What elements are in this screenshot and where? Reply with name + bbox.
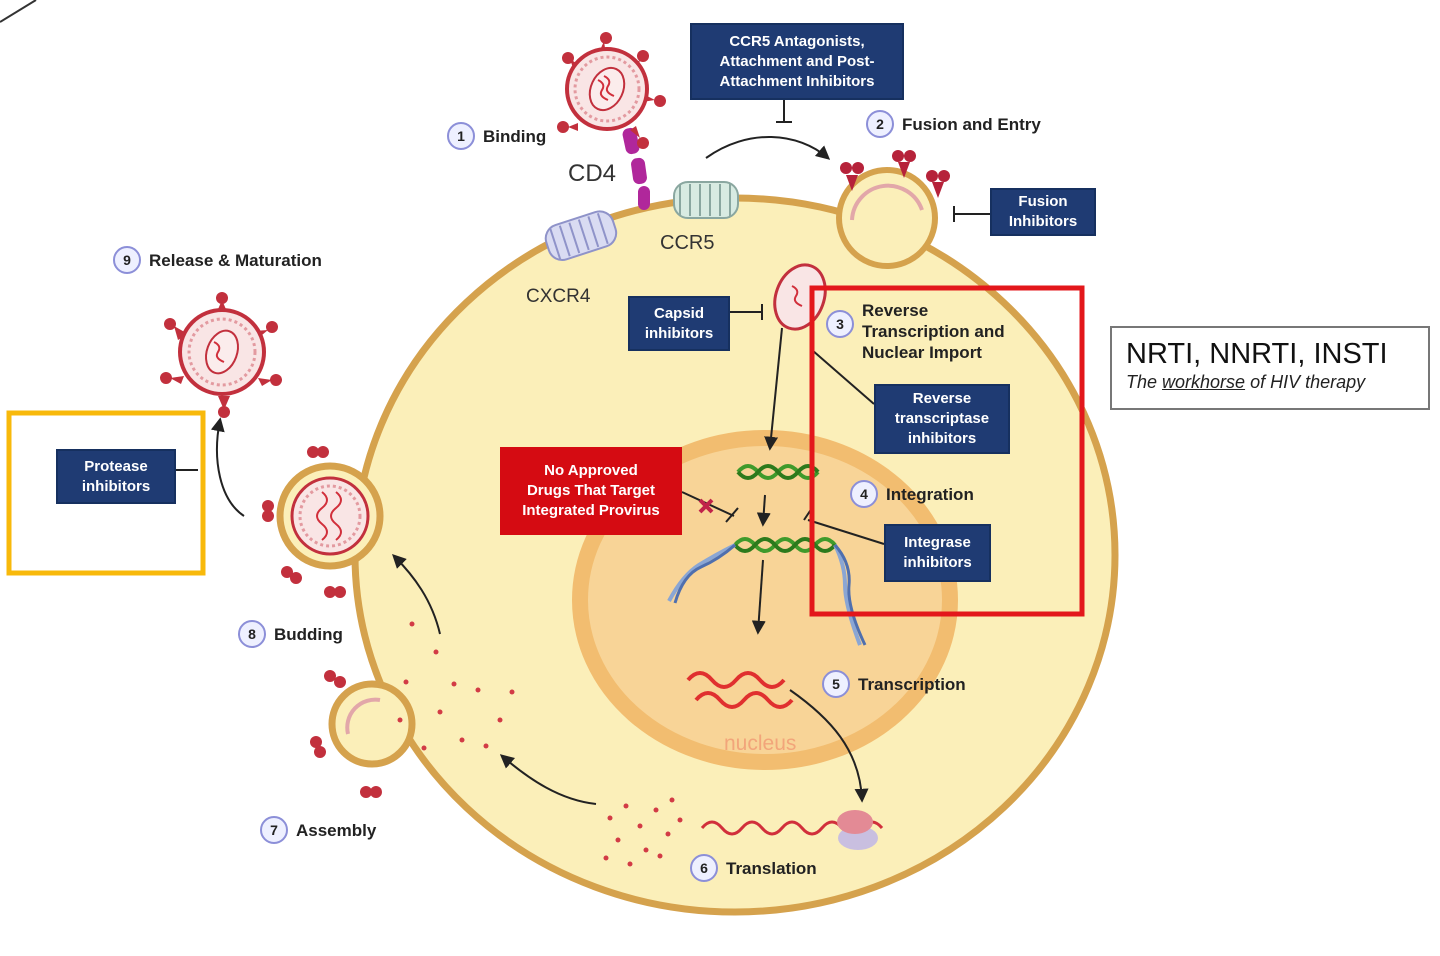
inhibition-lines <box>176 100 990 545</box>
callout-subtitle-emphasis: workhorse <box>1162 372 1246 392</box>
cxcr4-label: CXCR4 <box>526 286 591 307</box>
step-2-fusion-entry: 2 Fusion and Entry <box>866 110 1041 138</box>
cxcr4-receptor <box>544 210 618 261</box>
reverse-transcriptase-inhibitors-box: Reverse transcriptase inhibitors <box>874 384 1010 454</box>
step-number: 7 <box>260 816 288 844</box>
step-label: Fusion and Entry <box>902 114 1041 134</box>
step-label: Reverse Transcription and Nuclear Import <box>862 301 1005 362</box>
step-label: Translation <box>726 858 817 878</box>
corner-line <box>0 0 37 23</box>
step-label: Transcription <box>858 674 966 694</box>
highlight-protease <box>6 410 206 576</box>
step-4-integration: 4 Integration <box>850 480 974 508</box>
step-label: Budding <box>274 624 343 644</box>
budding-virion <box>262 446 384 598</box>
binding-virion <box>557 32 666 149</box>
highlight-rt-integration <box>809 285 1085 617</box>
step-number: 8 <box>238 620 266 648</box>
step-3-reverse-transcription: 3 Reverse Transcription and Nuclear Impo… <box>826 300 1005 363</box>
ccr5-label: CCR5 <box>660 232 715 254</box>
step-label: Binding <box>483 126 547 146</box>
fusion-inhibitors-box: Fusion Inhibitors <box>990 188 1096 236</box>
blocked-marker <box>698 498 714 514</box>
step-number: 9 <box>113 246 141 274</box>
step-label: Assembly <box>296 820 377 840</box>
step-8-budding: 8 Budding <box>238 620 343 648</box>
protease-inhibitors-box: Protease inhibitors <box>56 449 176 504</box>
callout-subtitle: The workhorse of HIV therapy <box>1126 372 1414 393</box>
ccr5-receptor <box>673 181 739 219</box>
callout-subtitle-pre: The <box>1126 372 1163 392</box>
step-6-translation: 6 Translation <box>690 854 817 882</box>
step-number: 3 <box>826 310 854 338</box>
step-9-release-maturation: 9 Release & Maturation <box>113 246 322 274</box>
fusion-bulge <box>836 150 950 269</box>
callout-subtitle-post: of HIV therapy <box>1245 372 1366 392</box>
assembly-bud <box>310 670 416 798</box>
step-number: 5 <box>822 670 850 698</box>
host-chromosome <box>667 543 867 646</box>
nucleus-label: nucleus <box>724 732 797 755</box>
step-number: 6 <box>690 854 718 882</box>
step-5-transcription: 5 Transcription <box>822 670 966 698</box>
process-arrows <box>210 136 869 805</box>
cd4-label: CD4 <box>568 160 617 187</box>
viral-dna <box>733 464 837 553</box>
capsid-inhibitors-box: Capsid inhibitors <box>628 296 730 351</box>
step-number: 2 <box>866 110 894 138</box>
step-label: Release & Maturation <box>149 250 322 270</box>
step-number: 1 <box>447 122 475 150</box>
cd4-receptor <box>622 127 650 210</box>
step-1-binding: 1 Binding <box>447 122 546 150</box>
callout-title: NRTI, NNRTI, INSTI <box>1126 338 1388 370</box>
step-7-assembly: 7 Assembly <box>260 816 376 844</box>
ribosome-translation <box>700 810 884 850</box>
integrase-inhibitors-box: Integrase inhibitors <box>884 524 991 582</box>
step-number: 4 <box>850 480 878 508</box>
step-label: Integration <box>886 484 974 504</box>
viral-proteins <box>397 621 683 867</box>
ccr5-antagonists-box: CCR5 Antagonists, Attachment and Post- A… <box>690 23 904 100</box>
drug-class-callout: NRTI, NNRTI, INSTI The workhorse of HIV … <box>1110 326 1430 410</box>
no-approved-drugs-box: No Approved Drugs That Target Integrated… <box>500 447 682 535</box>
viral-rna <box>686 671 794 709</box>
mature-virion <box>160 292 282 418</box>
